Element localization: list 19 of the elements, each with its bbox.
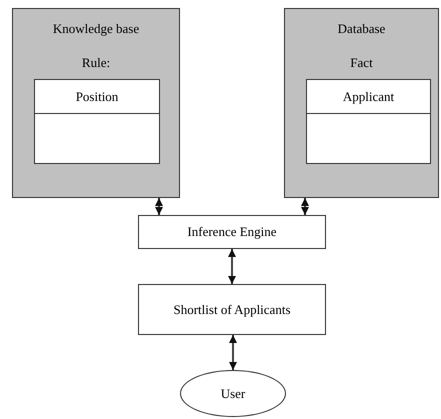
node-label: User (220, 386, 246, 402)
process-box (138, 284, 326, 335)
table-box (34, 79, 160, 164)
panel-subtitle: Rule: (82, 54, 110, 72)
panel-title: Knowledge base (52, 20, 140, 38)
table-header: Applicant (342, 88, 394, 106)
panel-title: Database (338, 20, 386, 38)
double-arrow (229, 335, 237, 370)
double-arrow (228, 249, 236, 284)
double-arrow (155, 198, 163, 215)
process-box (138, 215, 326, 249)
node-label: Inference Engine (187, 224, 277, 240)
panel-subtitle: Fact (350, 54, 373, 72)
table-header: Position (76, 88, 118, 106)
store-panel (284, 8, 439, 198)
table-box (306, 79, 431, 164)
double-arrow (301, 198, 309, 215)
node-label: Shortlist of Applicants (174, 302, 290, 318)
store-panel (12, 8, 180, 198)
